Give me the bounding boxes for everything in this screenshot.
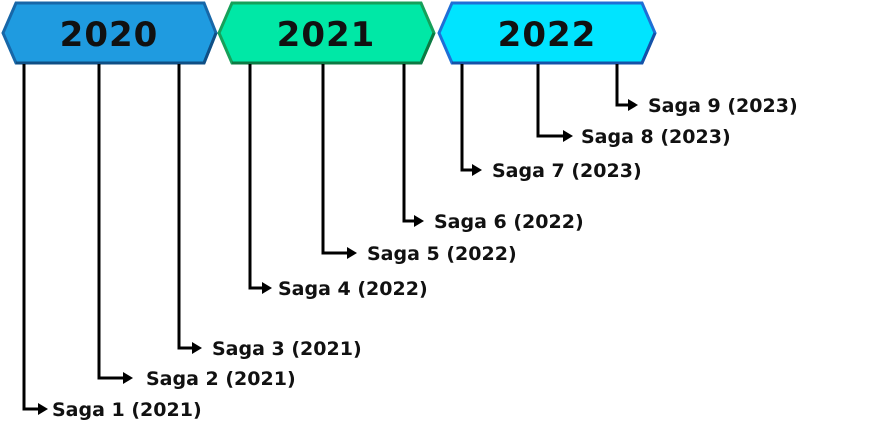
- year-group-2020: 2020 Saga 1 (2021) Saga 2 (2021) Saga 3 …: [1, 1, 362, 421]
- arrow-right-icon: [472, 164, 482, 176]
- saga-item: Saga 5 (2022): [321, 64, 517, 265]
- saga-label: Saga 4 (2022): [278, 278, 428, 300]
- arrow-right-icon: [628, 99, 638, 111]
- saga-label: Saga 7 (2023): [492, 160, 642, 182]
- saga-label: Saga 9 (2023): [648, 95, 798, 117]
- year-group-2022: 2022 Saga 7 (2023) Saga 8 (2023) Saga 9 …: [437, 1, 798, 182]
- saga-label: Saga 5 (2022): [367, 243, 517, 265]
- saga-item: Saga 3 (2021): [177, 64, 362, 360]
- arrow-right-icon: [38, 403, 48, 415]
- saga-item: Saga 2 (2021): [97, 64, 296, 390]
- saga-item: Saga 6 (2022): [402, 64, 584, 233]
- year-group-2021: 2021 Saga 4 (2022) Saga 5 (2022) Saga 6 …: [217, 1, 584, 300]
- arrow-right-icon: [563, 130, 573, 142]
- saga-item: Saga 9 (2023): [615, 64, 798, 117]
- year-label-2021: 2021: [277, 15, 376, 55]
- arrow-right-icon: [262, 282, 272, 294]
- saga-label: Saga 3 (2021): [212, 338, 362, 360]
- saga-item: Saga 8 (2023): [536, 64, 731, 148]
- saga-item: Saga 1 (2021): [22, 64, 202, 421]
- arrow-right-icon: [192, 342, 202, 354]
- arrow-right-icon: [414, 215, 424, 227]
- arrow-right-icon: [347, 247, 357, 259]
- saga-label: Saga 1 (2021): [52, 399, 202, 421]
- saga-label: Saga 8 (2023): [581, 126, 731, 148]
- saga-label: Saga 6 (2022): [434, 211, 584, 233]
- saga-item: Saga 7 (2023): [460, 64, 642, 182]
- year-label-2022: 2022: [498, 15, 597, 55]
- saga-label: Saga 2 (2021): [146, 368, 296, 390]
- saga-item: Saga 4 (2022): [248, 64, 428, 300]
- arrow-right-icon: [123, 372, 133, 384]
- year-label-2020: 2020: [60, 15, 159, 55]
